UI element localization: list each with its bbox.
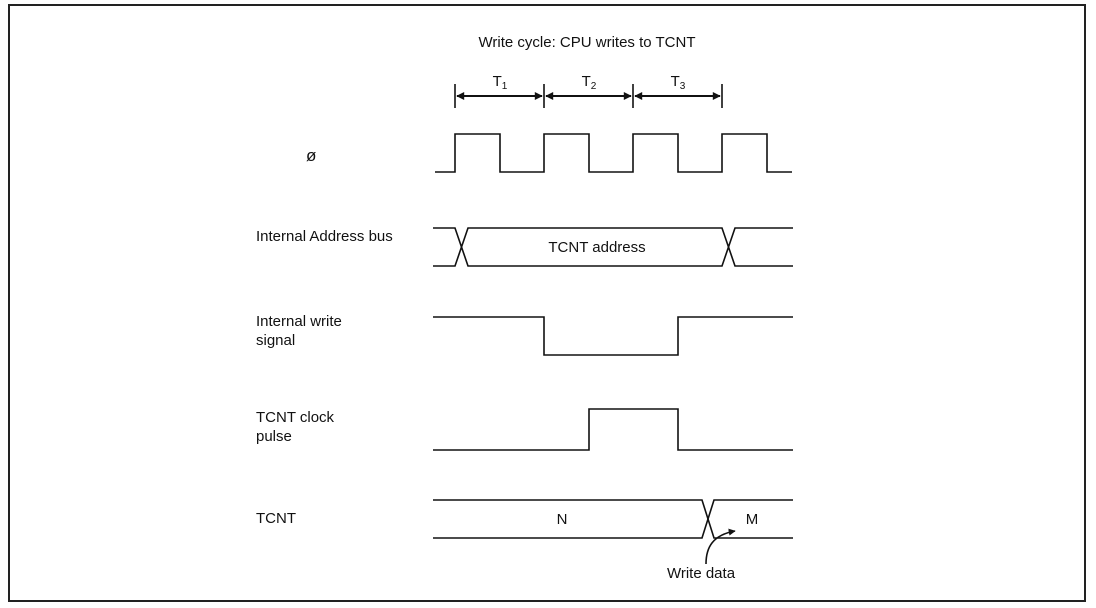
- t2-subscript: 2: [590, 81, 597, 92]
- t1-base: T: [492, 73, 502, 90]
- diagram-title: Write cycle: CPU writes to TCNT: [478, 34, 696, 51]
- t3-label: T3: [671, 72, 686, 93]
- t2-base: T: [581, 73, 591, 90]
- phi-label: ø: [306, 146, 317, 165]
- write-data-arrow: [705, 528, 736, 565]
- phi-waveform: [435, 133, 792, 173]
- t3-base: T: [670, 73, 680, 90]
- write-data-annotation: Write data: [666, 565, 736, 582]
- tcnt-value-after: M: [745, 511, 759, 528]
- tcnt-bus-top: [433, 499, 793, 539]
- t2-label: T2: [582, 72, 597, 93]
- t3-subscript: 3: [679, 81, 686, 92]
- tcnt-label: TCNT: [256, 510, 296, 527]
- tcnt-value-before: N: [556, 511, 568, 528]
- diagram-frame: [8, 4, 1086, 602]
- clock-pulse-label: TCNT clock pulse: [256, 409, 335, 445]
- address-value: TCNT address: [548, 239, 646, 256]
- write-signal-label: Internal write signal: [256, 313, 342, 349]
- address-bus-bottom: [433, 227, 793, 267]
- address-bus-label: Internal Address bus: [256, 228, 393, 245]
- tcnt-bus-bottom: [433, 499, 793, 539]
- clock-pulse-waveform: [433, 408, 793, 451]
- t1-label: T1: [493, 72, 508, 93]
- t1-subscript: 1: [501, 81, 508, 92]
- address-bus-top: [433, 227, 793, 267]
- write-signal-waveform: [433, 316, 793, 356]
